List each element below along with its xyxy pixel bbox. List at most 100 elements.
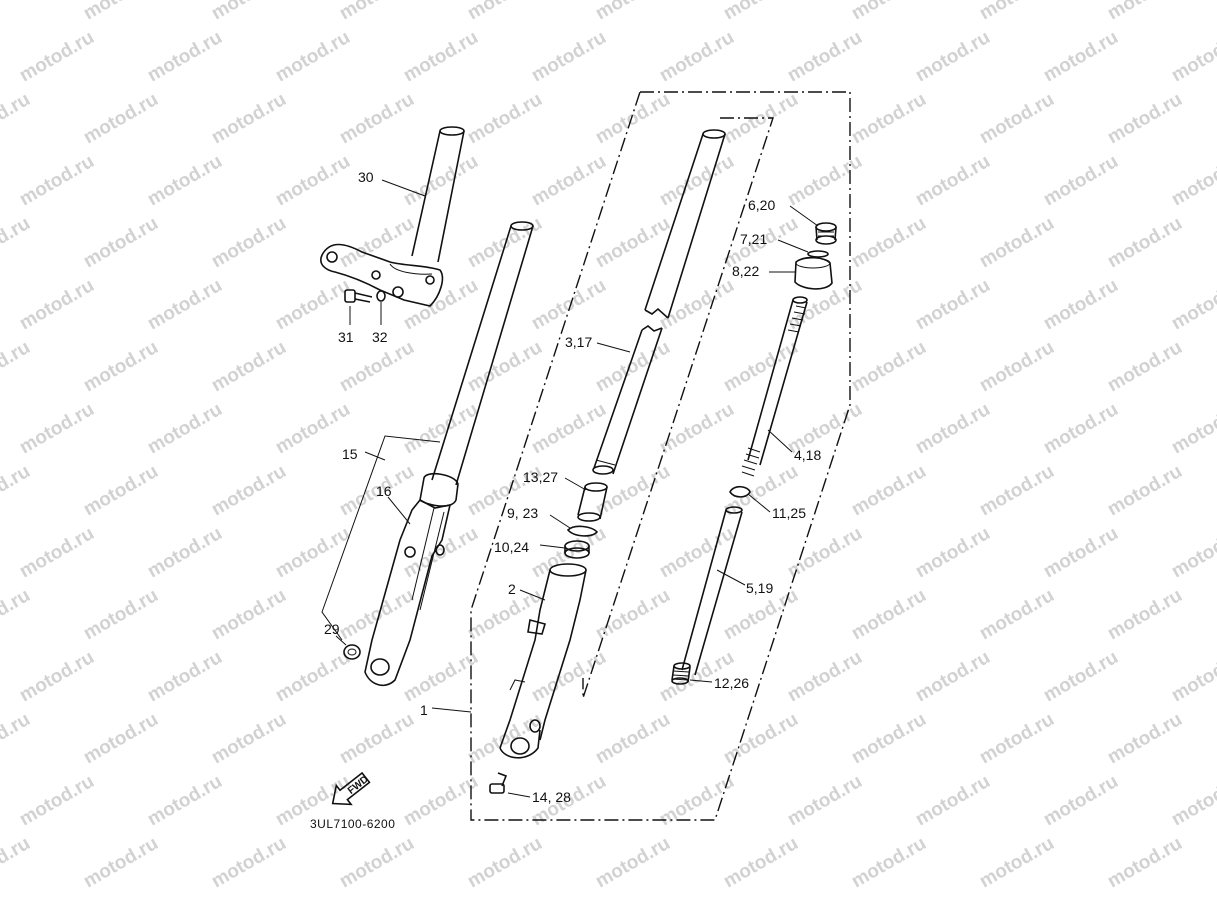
label-14-28: 14, 28 xyxy=(532,789,571,805)
watermark-text: motod.ru xyxy=(336,585,418,644)
inner-tube xyxy=(592,129,726,475)
watermark-text: motod.ru xyxy=(976,89,1058,148)
o-ring xyxy=(807,250,829,258)
watermark-text: motod.ru xyxy=(464,709,546,768)
watermark-text: motod.ru xyxy=(400,275,482,334)
label-1: 1 xyxy=(420,702,428,718)
label-11-25: 11,25 xyxy=(772,505,806,521)
watermark-text: motod.ru xyxy=(848,585,930,644)
watermark-text: motod.ru xyxy=(912,151,994,210)
watermark-text: motod.ru xyxy=(208,709,290,768)
watermark-text: motod.ru xyxy=(592,0,674,24)
watermark-text: motod.ru xyxy=(848,0,930,24)
watermark-text: motod.ru xyxy=(464,833,546,892)
watermark-text: motod.ru xyxy=(208,89,290,148)
leader-lines xyxy=(335,179,819,798)
outer-tube xyxy=(499,563,587,759)
label-4-18: 4,18 xyxy=(794,447,821,463)
watermark-text: motod.ru xyxy=(1104,213,1186,272)
watermark-text: motod.ru xyxy=(592,461,674,520)
watermark-text: motod.ru xyxy=(16,151,98,210)
watermark-text: motod.ru xyxy=(848,89,930,148)
watermark-text: motod.ru xyxy=(976,833,1058,892)
watermark-text: motod.ru xyxy=(0,89,34,148)
watermark-text: motod.ru xyxy=(1104,89,1186,148)
watermark-text: motod.ru xyxy=(144,151,226,210)
label-30: 30 xyxy=(358,169,374,185)
watermark-text: motod.ru xyxy=(848,213,930,272)
cylinder-spacer xyxy=(577,482,608,522)
fwd-label: FWD xyxy=(346,774,371,797)
watermark-text: motod.ru xyxy=(528,151,610,210)
watermark-text: motod.ru xyxy=(336,833,418,892)
watermark-text: motod.ru xyxy=(976,709,1058,768)
watermark-text: motod.ru xyxy=(912,27,994,86)
watermark-text: motod.ru xyxy=(1040,647,1122,706)
oil-seal xyxy=(564,540,590,559)
watermark-text: motod.ru xyxy=(0,461,34,520)
watermark-text: motod.ru xyxy=(80,709,162,768)
diagram-code: 3UL7100-6200 xyxy=(310,817,395,831)
label-32: 32 xyxy=(372,329,388,345)
watermark-text: motod.ru xyxy=(528,399,610,458)
label-31: 31 xyxy=(338,329,354,345)
watermark-text: motod.ru xyxy=(144,399,226,458)
fork-spring xyxy=(741,296,808,477)
label-6-20: 6,20 xyxy=(748,197,775,213)
watermark-text: motod.ru xyxy=(784,27,866,86)
piston-ring xyxy=(729,485,751,498)
watermark-text: motod.ru xyxy=(272,27,354,86)
watermark-text: motod.ru xyxy=(80,0,162,24)
watermark-text: motod.ru xyxy=(1168,275,1217,334)
watermark-text: motod.ru xyxy=(976,213,1058,272)
watermark-text: motod.ru xyxy=(400,771,482,830)
watermark-text: motod.ru xyxy=(464,337,546,396)
watermark-text: motod.ru xyxy=(720,833,802,892)
watermark-text: motod.ru xyxy=(656,275,738,334)
watermark-text: motod.ru xyxy=(208,213,290,272)
watermark-text: motod.ru xyxy=(16,771,98,830)
watermark-text: motod.ru xyxy=(912,275,994,334)
watermark-text: motod.ru xyxy=(16,27,98,86)
watermark-text: motod.ru xyxy=(272,523,354,582)
watermark-text: motod.ru xyxy=(1040,27,1122,86)
watermark-text: motod.ru xyxy=(592,213,674,272)
watermark-text: motod.ru xyxy=(528,275,610,334)
damper-rod xyxy=(681,506,743,676)
watermark-text: motod.ru xyxy=(0,0,34,24)
watermark-text: motod.ru xyxy=(464,585,546,644)
label-8-22: 8,22 xyxy=(732,263,759,279)
watermark-text: motod.ru xyxy=(80,89,162,148)
watermark-text: motod.ru xyxy=(464,213,546,272)
watermark-text: motod.ru xyxy=(656,771,738,830)
watermark-text: motod.ru xyxy=(592,585,674,644)
watermark-text: motod.ru xyxy=(1040,771,1122,830)
drain-washer xyxy=(343,644,361,660)
watermark-text: motod.ru xyxy=(1168,399,1217,458)
watermark-text: motod.ru xyxy=(464,0,546,24)
watermark-text: motod.ru xyxy=(208,0,290,24)
watermark-text: motod.ru xyxy=(272,151,354,210)
watermark-text: motod.ru xyxy=(784,151,866,210)
watermark-text: motod.ru xyxy=(592,833,674,892)
watermark-text: motod.ru xyxy=(208,461,290,520)
watermark-text: motod.ru xyxy=(1040,151,1122,210)
watermark-text: motod.ru xyxy=(272,647,354,706)
watermark-text: motod.ru xyxy=(80,585,162,644)
inner-tube-group-boundary xyxy=(582,117,774,699)
watermark-text: motod.ru xyxy=(144,771,226,830)
watermark-text: motod.ru xyxy=(720,337,802,396)
watermark-text: motod.ru xyxy=(208,585,290,644)
watermark-text: motod.ru xyxy=(1104,585,1186,644)
watermark-text: motod.ru xyxy=(592,337,674,396)
circlip xyxy=(566,525,599,537)
label-12-26: 12,26 xyxy=(714,675,749,691)
watermark-text: motod.ru xyxy=(208,337,290,396)
watermark-text: motod.ru xyxy=(400,27,482,86)
watermark-text: motod.ru xyxy=(592,709,674,768)
watermark-text: motod.ru xyxy=(912,399,994,458)
watermark-text: motod.ru xyxy=(1040,523,1122,582)
assembly-boundary xyxy=(470,91,851,821)
